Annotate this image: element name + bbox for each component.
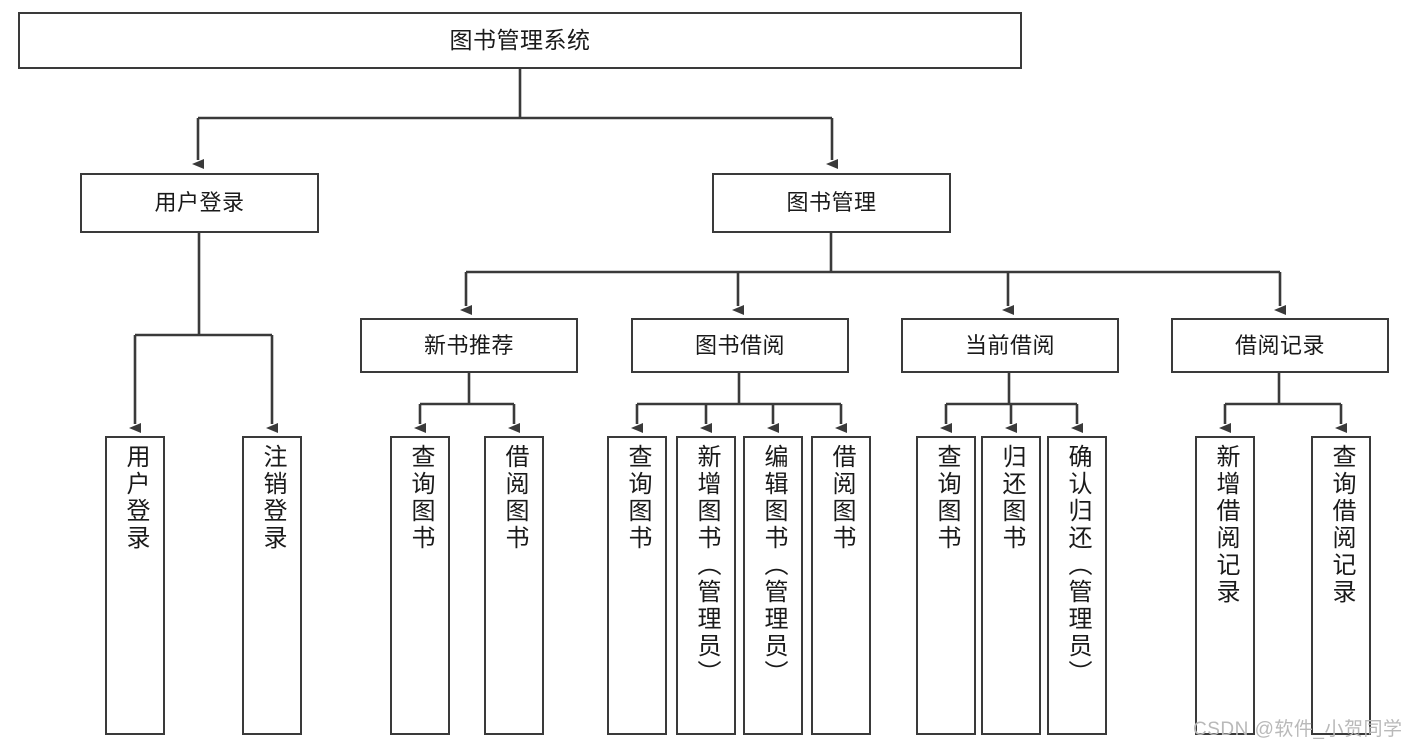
node-root[interactable]: 图书管理系统	[18, 12, 1022, 69]
leaf-user-logout-label: 注销登录	[259, 444, 286, 552]
leaf-query-book-3-label: 查询图书	[933, 444, 960, 552]
leaf-query-book-1-label: 查询图书	[407, 444, 434, 552]
leaf-return-book-label: 归还图书	[998, 444, 1025, 552]
leaf-borrow-book-1-label: 借阅图书	[501, 444, 528, 552]
node-root-label: 图书管理系统	[449, 27, 591, 54]
leaf-add-book-label: 新增图书（管理员）	[693, 444, 720, 687]
leaf-user-login[interactable]: 用户登录	[105, 436, 165, 735]
leaf-add-record[interactable]: 新增借阅记录	[1195, 436, 1255, 735]
node-user-login[interactable]: 用户登录	[80, 173, 319, 233]
node-current-borrow-label: 当前借阅	[964, 332, 1055, 358]
leaf-borrow-book-2-label: 借阅图书	[828, 444, 855, 552]
node-book-manage-label: 图书管理	[786, 190, 877, 216]
node-book-borrow[interactable]: 图书借阅	[631, 318, 849, 373]
leaf-add-record-label: 新增借阅记录	[1212, 444, 1239, 606]
leaf-return-book[interactable]: 归还图书	[981, 436, 1041, 735]
node-new-book-recommend[interactable]: 新书推荐	[360, 318, 578, 373]
leaf-query-record[interactable]: 查询借阅记录	[1311, 436, 1371, 735]
node-current-borrow[interactable]: 当前借阅	[901, 318, 1119, 373]
node-borrow-record-label: 借阅记录	[1234, 332, 1325, 358]
leaf-query-record-label: 查询借阅记录	[1328, 444, 1355, 606]
leaf-query-book-3[interactable]: 查询图书	[916, 436, 976, 735]
leaf-edit-book[interactable]: 编辑图书（管理员）	[743, 436, 803, 735]
leaf-borrow-book-1[interactable]: 借阅图书	[484, 436, 544, 735]
leaf-confirm-return[interactable]: 确认归还（管理员）	[1047, 436, 1107, 735]
leaf-user-logout[interactable]: 注销登录	[242, 436, 302, 735]
leaf-borrow-book-2[interactable]: 借阅图书	[811, 436, 871, 735]
node-borrow-record[interactable]: 借阅记录	[1171, 318, 1389, 373]
node-user-login-label: 用户登录	[154, 190, 245, 216]
leaf-user-login-label: 用户登录	[122, 444, 149, 552]
leaf-query-book-1[interactable]: 查询图书	[390, 436, 450, 735]
leaf-query-book-2-label: 查询图书	[624, 444, 651, 552]
leaf-add-book[interactable]: 新增图书（管理员）	[676, 436, 736, 735]
watermark: CSDN @软件_小贺同学	[1193, 719, 1403, 740]
leaf-query-book-2[interactable]: 查询图书	[607, 436, 667, 735]
node-new-book-recommend-label: 新书推荐	[423, 332, 514, 358]
node-book-borrow-label: 图书借阅	[694, 332, 785, 358]
node-book-manage[interactable]: 图书管理	[712, 173, 951, 233]
leaf-edit-book-label: 编辑图书（管理员）	[760, 444, 787, 687]
leaf-confirm-return-label: 确认归还（管理员）	[1064, 444, 1091, 687]
